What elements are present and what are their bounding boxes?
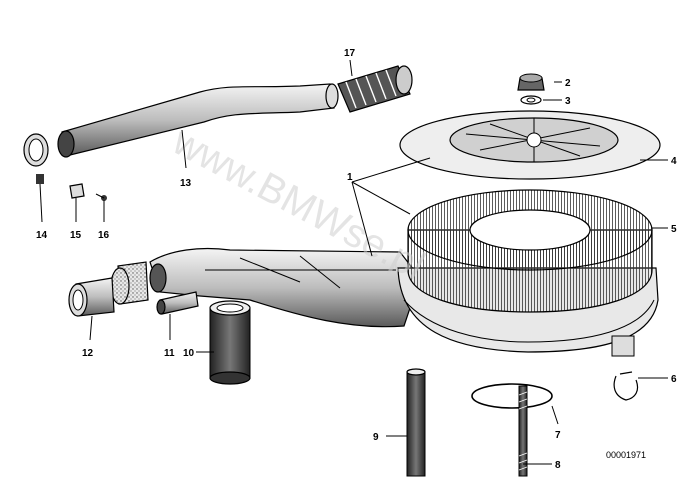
callout-labels: 1 2 3 4 5 6 7 8 9 10 11 12 13 14 15 16 1…	[36, 48, 677, 471]
filter-element	[407, 189, 653, 313]
spring-clip	[613, 371, 639, 401]
callout-2: 2	[565, 78, 571, 89]
filter-cover	[399, 110, 661, 180]
callout-16: 16	[98, 230, 110, 241]
cover-nut	[517, 73, 545, 91]
callout-3: 3	[565, 96, 571, 107]
support-rod	[406, 368, 426, 477]
callout-7: 7	[555, 430, 561, 441]
intake-pipe	[23, 83, 339, 167]
callout-15: 15	[70, 230, 82, 241]
drawing-code: 00001971	[606, 450, 646, 460]
callout-14: 14	[36, 230, 48, 241]
callout-11: 11	[164, 348, 175, 359]
leader-lines	[39, 59, 668, 465]
stud-bolt	[518, 385, 528, 477]
callout-12: 12	[82, 348, 94, 359]
intake-duct	[149, 247, 421, 328]
valve	[156, 291, 199, 315]
callout-5: 5	[671, 224, 677, 235]
rubber-sleeve	[209, 300, 251, 385]
foam-sleeve	[68, 261, 149, 317]
callout-13: 13	[180, 178, 192, 189]
o-ring	[471, 383, 553, 409]
callout-8: 8	[555, 460, 561, 471]
callout-17: 17	[344, 48, 356, 59]
bellows-hose	[337, 65, 413, 113]
callout-6: 6	[671, 374, 677, 385]
callout-4: 4	[671, 156, 677, 167]
callout-9: 9	[373, 432, 379, 443]
callout-1: 1	[347, 172, 353, 183]
washer	[520, 95, 542, 105]
callout-10: 10	[183, 348, 195, 359]
hose-clamp	[36, 174, 107, 201]
